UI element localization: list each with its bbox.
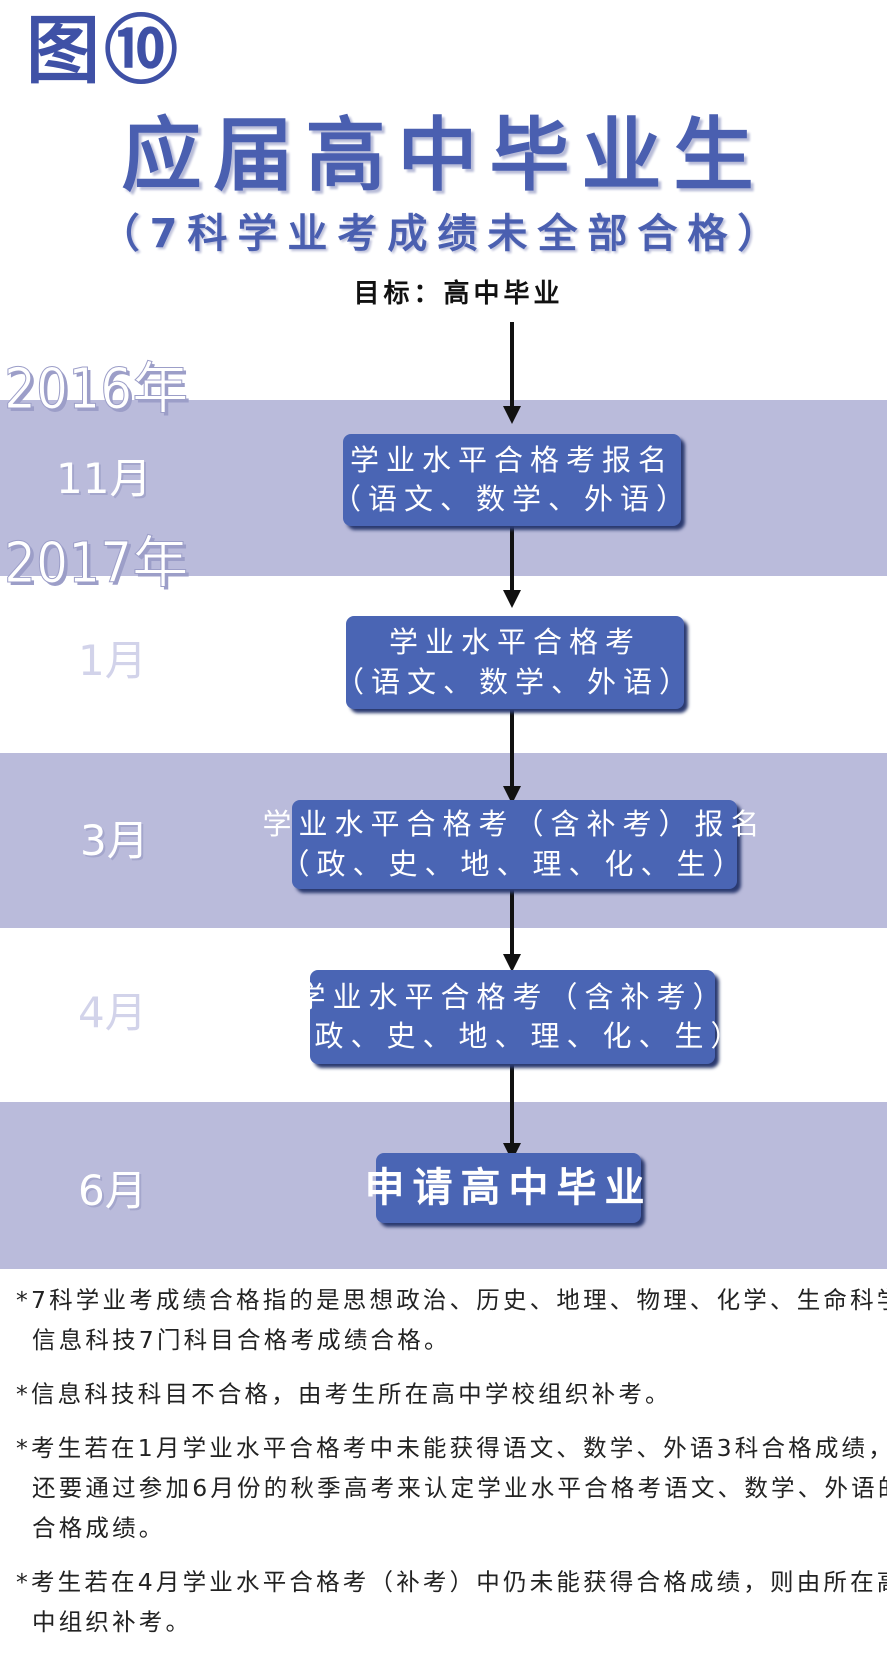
step-box-exam-supplementary: 学业水平合格考（含补考） （政、史、地、理、化、生） [279,970,740,1064]
footnote-line: 信息科技7门科目合格考成绩合格。 [32,1326,451,1354]
step-box-exam-core: 学业水平合格考 （语文、数学、外语） [335,616,688,709]
footnote-line: *考生若在1月学业水平合格考中未能获得语文、数学、外语3科合格成绩，则 [16,1434,887,1462]
step-line: 学业水平合格考（含补考） [296,979,729,1014]
footnote-line: *信息科技科目不合格，由考生所在高中学校组织补考。 [16,1380,672,1408]
page-subtitle: （7科学业考成绩未全部合格） [99,211,788,257]
step-line: 学业水平合格考 [388,625,641,660]
year-label-2016: 2016年 [3,357,189,422]
footnote-line: *7科学业考成绩合格指的是思想政治、历史、地理、物理、化学、生命科学、 [16,1286,887,1314]
flow-arrowhead-4 [503,954,521,972]
flow-arrowhead-3 [503,786,521,804]
step-line: （政、史、地、理、化、生） [280,846,749,881]
step-line: 学业水平合格考（含补考）报名 [262,807,767,842]
footnotes: *7科学业考成绩合格指的是思想政治、历史、地理、物理、化学、生命科学、 信息科技… [16,1280,887,1656]
footnote-line: 中组织补考。 [32,1608,193,1636]
flow-arrow-2 [510,526,514,590]
month-label-jan: 1月 [78,636,147,685]
flow-arrow-4 [510,890,514,954]
footnote-item: *考生若在4月学业水平合格考（补考）中仍未能获得合格成绩，则由所在高 中组织补考… [16,1562,887,1642]
flow-arrow-5 [510,1065,514,1143]
figure-label: 图⑩ [26,8,182,94]
step-box-register-core: 学业水平合格考报名 （语文、数学、外语） [332,434,685,526]
footnote-line: 合格成绩。 [32,1514,166,1542]
footnote-line: *考生若在4月学业水平合格考（补考）中仍未能获得合格成绩，则由所在高 [16,1568,887,1596]
page-title: 应届高中毕业生 [121,109,766,202]
step-line: 申请高中毕业 [364,1165,653,1211]
month-label-nov: 11月 [56,454,152,503]
footnote-line: 还要通过参加6月份的秋季高考来认定学业水平合格考语文、数学、外语的 [32,1474,887,1502]
step-line: 学业水平合格考报名 [349,442,674,477]
step-box-apply-graduation: 申请高中毕业 [365,1153,645,1223]
step-line: （语文、数学、外语） [332,482,693,516]
month-label-jun: 6月 [78,1166,147,1215]
footnote-item: *7科学业考成绩合格指的是思想政治、历史、地理、物理、化学、生命科学、 信息科技… [16,1280,887,1360]
step-box-register-supplementary: 学业水平合格考（含补考）报名 （政、史、地、理、化、生） [263,800,760,889]
goal-label: 目标：高中毕业 [353,279,564,309]
flow-arrow-3 [510,710,514,786]
step-line: （语文、数学、外语） [335,664,696,699]
footnote-item: *信息科技科目不合格，由考生所在高中学校组织补考。 [16,1374,878,1414]
year-label-2017: 2017年 [3,531,189,596]
footnote-item: *考生若在1月学业水平合格考中未能获得语文、数学、外语3科合格成绩，则 还要通过… [16,1428,887,1548]
month-label-apr: 4月 [78,988,147,1037]
flow-arrow-1 [510,322,514,406]
flow-arrowhead-2 [503,590,521,608]
flow-arrowhead-1 [503,406,521,424]
month-label-mar: 3月 [80,816,149,865]
step-line: （政、史、地、理、化、生） [278,1019,747,1053]
